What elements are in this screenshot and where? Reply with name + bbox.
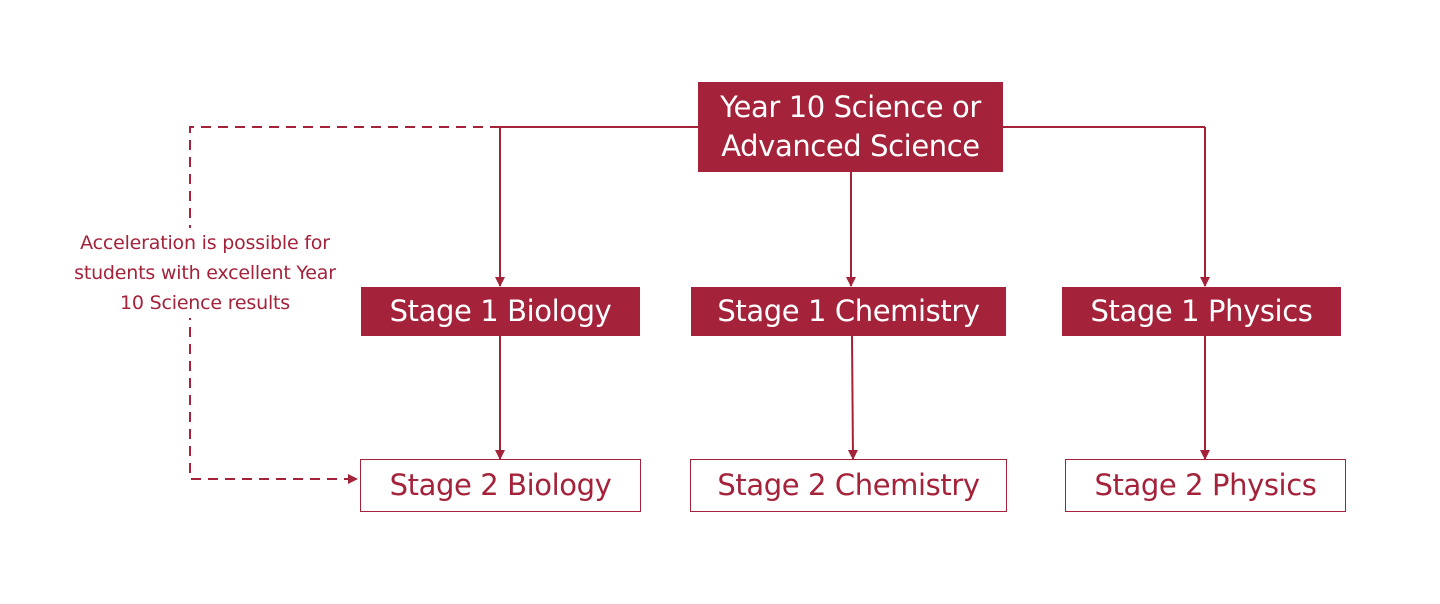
stage1-biology-box: Stage 1 Biology xyxy=(361,287,640,336)
acceleration-note: Acceleration is possible for students wi… xyxy=(40,228,370,318)
arrow-to-stage2-chemistry xyxy=(847,335,858,460)
stage2-chemistry-box: Stage 2 Chemistry xyxy=(690,459,1007,512)
year10-science-box: Year 10 Science or Advanced Science xyxy=(698,82,1003,172)
stage2-physics-label: Stage 2 Physics xyxy=(1094,468,1317,502)
acceleration-note-line-2: students with excellent Year xyxy=(74,262,336,284)
year10-science-line-2: Advanced Science xyxy=(721,129,980,163)
stage2-chemistry-label: Stage 2 Chemistry xyxy=(717,468,980,502)
stage2-physics-box: Stage 2 Physics xyxy=(1065,459,1346,512)
stage1-physics-label: Stage 1 Physics xyxy=(1090,294,1313,328)
stage2-biology-box: Stage 2 Biology xyxy=(360,459,641,512)
stage1-chemistry-label: Stage 1 Chemistry xyxy=(717,294,980,328)
stage1-chemistry-box: Stage 1 Chemistry xyxy=(691,287,1006,336)
stage1-physics-box: Stage 1 Physics xyxy=(1062,287,1341,336)
year10-science-line-1: Year 10 Science or xyxy=(720,90,981,124)
acceleration-note-line-3: 10 Science results xyxy=(120,292,290,314)
acceleration-note-line-1: Acceleration is possible for xyxy=(80,232,330,254)
stage2-biology-label: Stage 2 Biology xyxy=(389,468,612,502)
stage1-biology-label: Stage 1 Biology xyxy=(389,294,612,328)
